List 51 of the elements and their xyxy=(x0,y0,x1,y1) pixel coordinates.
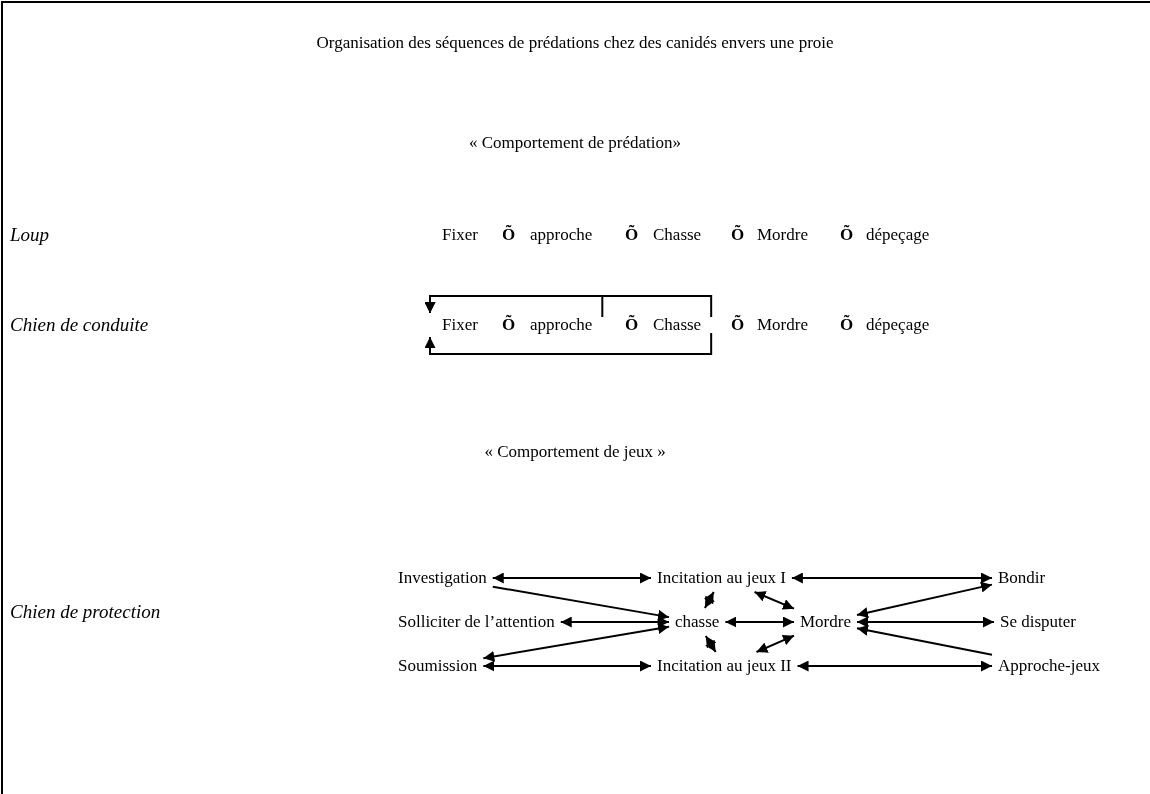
behavior-label: dépeçage xyxy=(866,225,930,245)
behavior-label: Fixer xyxy=(442,225,478,245)
arrow xyxy=(703,591,716,609)
behavior-label: approche xyxy=(530,225,593,245)
behavior-label: Chasse xyxy=(653,225,702,245)
arrow-symbol: Õ xyxy=(840,315,854,335)
arrow-symbol: Õ xyxy=(731,225,745,245)
row-label: Chien de protection xyxy=(10,602,161,622)
behavior-label: Solliciter de l’attention xyxy=(398,612,555,632)
diagram-title: Organisation des séquences de prédations chez des canidés envers une proie xyxy=(316,33,834,53)
behavior-label: Incitation au jeux II xyxy=(657,656,792,676)
behavior-label: Approche-jeux xyxy=(998,656,1100,676)
arrow-symbol: Õ xyxy=(502,225,516,245)
behavior-label: Mordre xyxy=(757,315,808,335)
arrow-symbol: Õ xyxy=(625,315,639,335)
behavior-label: Soumission xyxy=(398,656,478,676)
behavior-label: Bondir xyxy=(998,568,1046,588)
arrow xyxy=(796,660,993,672)
arrow xyxy=(724,616,795,628)
arrow xyxy=(424,332,713,355)
arrow xyxy=(755,634,795,653)
row-label: Chien de conduite xyxy=(10,315,149,335)
behavior-label: Chasse xyxy=(653,315,702,335)
behavior-label: Se disputer xyxy=(1000,612,1077,632)
arrow xyxy=(491,572,652,584)
behavior-label: approche xyxy=(530,315,593,335)
arrow xyxy=(559,616,670,628)
behavior-label: dépeçage xyxy=(866,315,930,335)
arrow xyxy=(856,624,993,656)
arrow xyxy=(704,635,717,653)
arrow-symbol: Õ xyxy=(840,225,854,245)
behavior-label: Mordre xyxy=(757,225,808,245)
behavior-label: chasse xyxy=(675,612,720,632)
arrow xyxy=(753,591,795,610)
arrow xyxy=(856,616,995,628)
section-heading: « Comportement de prédation» xyxy=(469,133,681,153)
behavior-label: Fixer xyxy=(442,315,478,335)
arrow xyxy=(491,585,670,621)
behavior-label: Mordre xyxy=(800,612,851,632)
row-label: Loup xyxy=(10,225,50,245)
arrow-symbol: Õ xyxy=(731,315,745,335)
arrow-symbol: Õ xyxy=(502,315,516,335)
arrow xyxy=(482,623,670,662)
arrow-symbol: Õ xyxy=(625,225,639,245)
arrow xyxy=(424,295,604,318)
arrow xyxy=(482,660,652,672)
behavior-label: Investigation xyxy=(398,568,487,588)
arrow xyxy=(790,572,993,584)
behavior-label: Incitation au jeux I xyxy=(657,568,786,588)
arrow xyxy=(856,581,993,618)
section-heading: « Comportement de jeux » xyxy=(484,442,666,462)
